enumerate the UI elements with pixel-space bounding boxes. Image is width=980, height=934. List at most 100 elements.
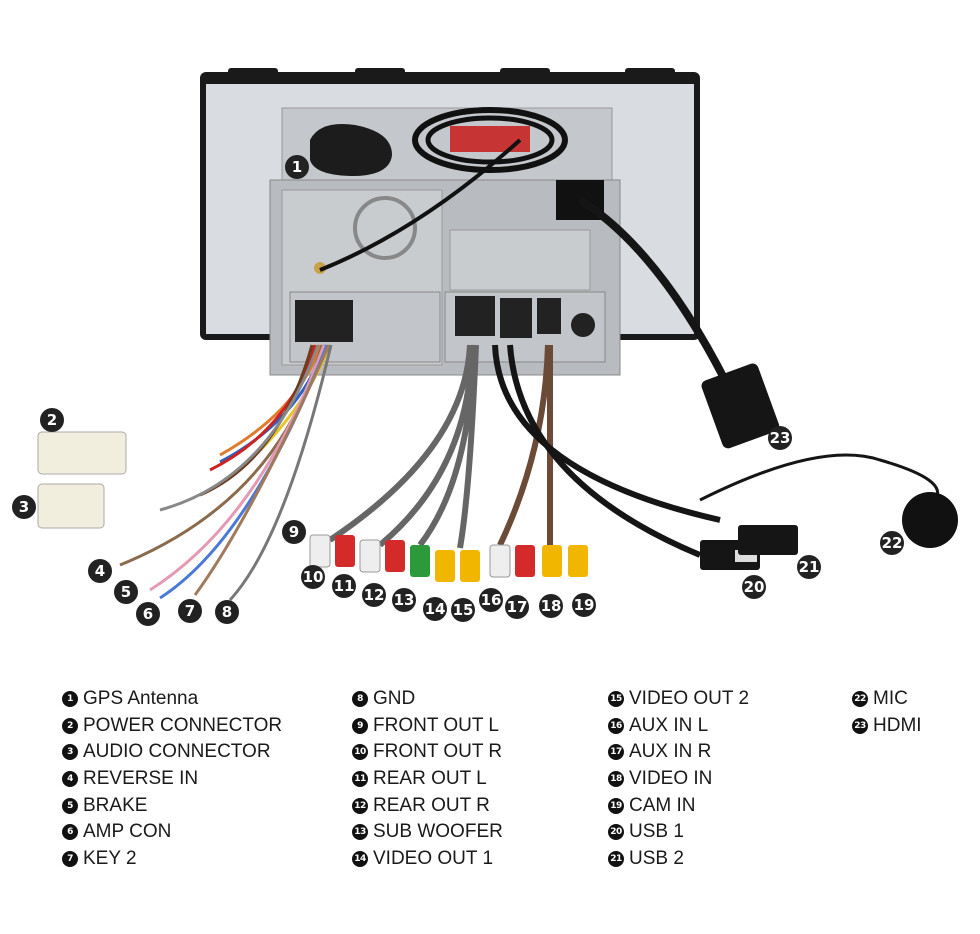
callout-9: 9	[282, 520, 306, 544]
callout-3: 3	[12, 495, 36, 519]
callout-23: 23	[768, 426, 792, 450]
svg-text:7: 7	[185, 602, 195, 620]
svg-text:19: 19	[574, 596, 595, 614]
rca-plugs	[309, 534, 588, 582]
legend-item: 4 REVERSE IN	[62, 766, 282, 793]
legend-label: FRONT OUT L	[373, 714, 499, 736]
legend-item: 17 AUX IN R	[608, 739, 749, 766]
svg-text:16: 16	[481, 591, 502, 609]
svg-text:23: 23	[770, 429, 791, 447]
callout-21: 21	[797, 555, 821, 579]
legend-number: 10	[352, 744, 368, 761]
legend-label: AUDIO CONNECTOR	[83, 741, 271, 763]
callout-12: 12	[362, 583, 386, 607]
legend-label: VIDEO OUT 2	[629, 688, 750, 710]
legend-number: 16	[608, 717, 624, 734]
legend-number: 13	[352, 824, 368, 841]
legend-number: 5	[62, 797, 78, 814]
svg-text:11: 11	[334, 577, 355, 595]
callout-22: 22	[880, 531, 904, 555]
legend-label: AUX IN R	[629, 741, 712, 763]
gps-antenna	[310, 107, 568, 272]
legend-label: BRAKE	[83, 794, 148, 816]
legend-label: REAR OUT L	[373, 768, 487, 790]
legend-number: 19	[608, 797, 624, 814]
usb-hdmi-mic	[700, 363, 958, 570]
callout-10: 10	[301, 565, 325, 589]
legend-label: USB 1	[629, 821, 684, 843]
chassis-connectors	[295, 180, 604, 342]
legend-number: 12	[352, 797, 368, 814]
svg-text:22: 22	[882, 534, 903, 552]
callout-7: 7	[178, 599, 202, 623]
legend-number: 1	[62, 691, 78, 708]
legend-number: 7	[62, 850, 78, 867]
callout-4: 4	[88, 559, 112, 583]
legend-number: 11	[352, 771, 368, 788]
svg-text:20: 20	[744, 578, 765, 596]
callout-19: 19	[572, 593, 596, 617]
head-unit-wiring-diagram: 1 2 3 4 5 6 7 8 9 10 11 12 13 14 15 16 1…	[12, 68, 958, 626]
legend-number: 23	[852, 717, 868, 734]
legend-number: 8	[352, 691, 368, 708]
legend-label: FRONT OUT R	[373, 741, 503, 763]
svg-text:12: 12	[364, 586, 385, 604]
callout-14: 14	[423, 597, 447, 621]
svg-text:14: 14	[425, 600, 446, 618]
legend-number: 14	[352, 850, 368, 867]
svg-text:21: 21	[799, 558, 820, 576]
legend-label: KEY 2	[83, 847, 137, 869]
legend-label: SUB WOOFER	[373, 821, 503, 843]
legend-item: 5 BRAKE	[62, 792, 282, 819]
legend-item: 11 REAR OUT L	[352, 766, 503, 793]
callout-5: 5	[114, 580, 138, 604]
legend-label: USB 2	[629, 847, 684, 869]
legend-number: 9	[352, 717, 368, 734]
legend-number: 17	[608, 744, 624, 761]
svg-text:9: 9	[289, 523, 299, 541]
legend-number: 20	[608, 824, 624, 841]
svg-text:4: 4	[95, 562, 105, 580]
legend-item: 21 USB 2	[608, 846, 749, 873]
legend-label: REVERSE IN	[83, 768, 199, 790]
callout-11: 11	[332, 574, 356, 598]
harness-plugs	[37, 431, 127, 529]
callout-2: 2	[40, 408, 64, 432]
svg-text:8: 8	[222, 603, 232, 621]
legend-label: HDMI	[873, 714, 922, 736]
legend-label: AUX IN L	[629, 714, 709, 736]
legend-number: 21	[608, 850, 624, 867]
svg-text:1: 1	[292, 158, 302, 176]
legend-item: 20 USB 1	[608, 819, 749, 846]
svg-text:17: 17	[507, 598, 528, 616]
legend-number: 4	[62, 771, 78, 788]
legend-label: AMP CON	[83, 821, 172, 843]
callout-18: 18	[539, 594, 563, 618]
callout-8: 8	[215, 600, 239, 624]
callout-6: 6	[136, 602, 160, 626]
legend-item: 13 SUB WOOFER	[352, 819, 503, 846]
legend-number: 18	[608, 771, 624, 788]
power-harness-wires	[119, 344, 333, 602]
legend-item: 1 GPS Antenna	[62, 686, 282, 713]
legend-label: GPS Antenna	[83, 688, 199, 710]
callout-15: 15	[451, 598, 475, 622]
legend-item: 23 HDMI	[852, 713, 922, 740]
callout-badges: 1 2 3 4 5 6 7 8 9 10 11 12 13 14 15 16 1…	[12, 155, 904, 626]
legend-label: GND	[373, 688, 416, 710]
svg-text:18: 18	[541, 597, 562, 615]
legend-item: 12 REAR OUT R	[352, 792, 503, 819]
legend-label: REAR OUT R	[373, 794, 490, 816]
